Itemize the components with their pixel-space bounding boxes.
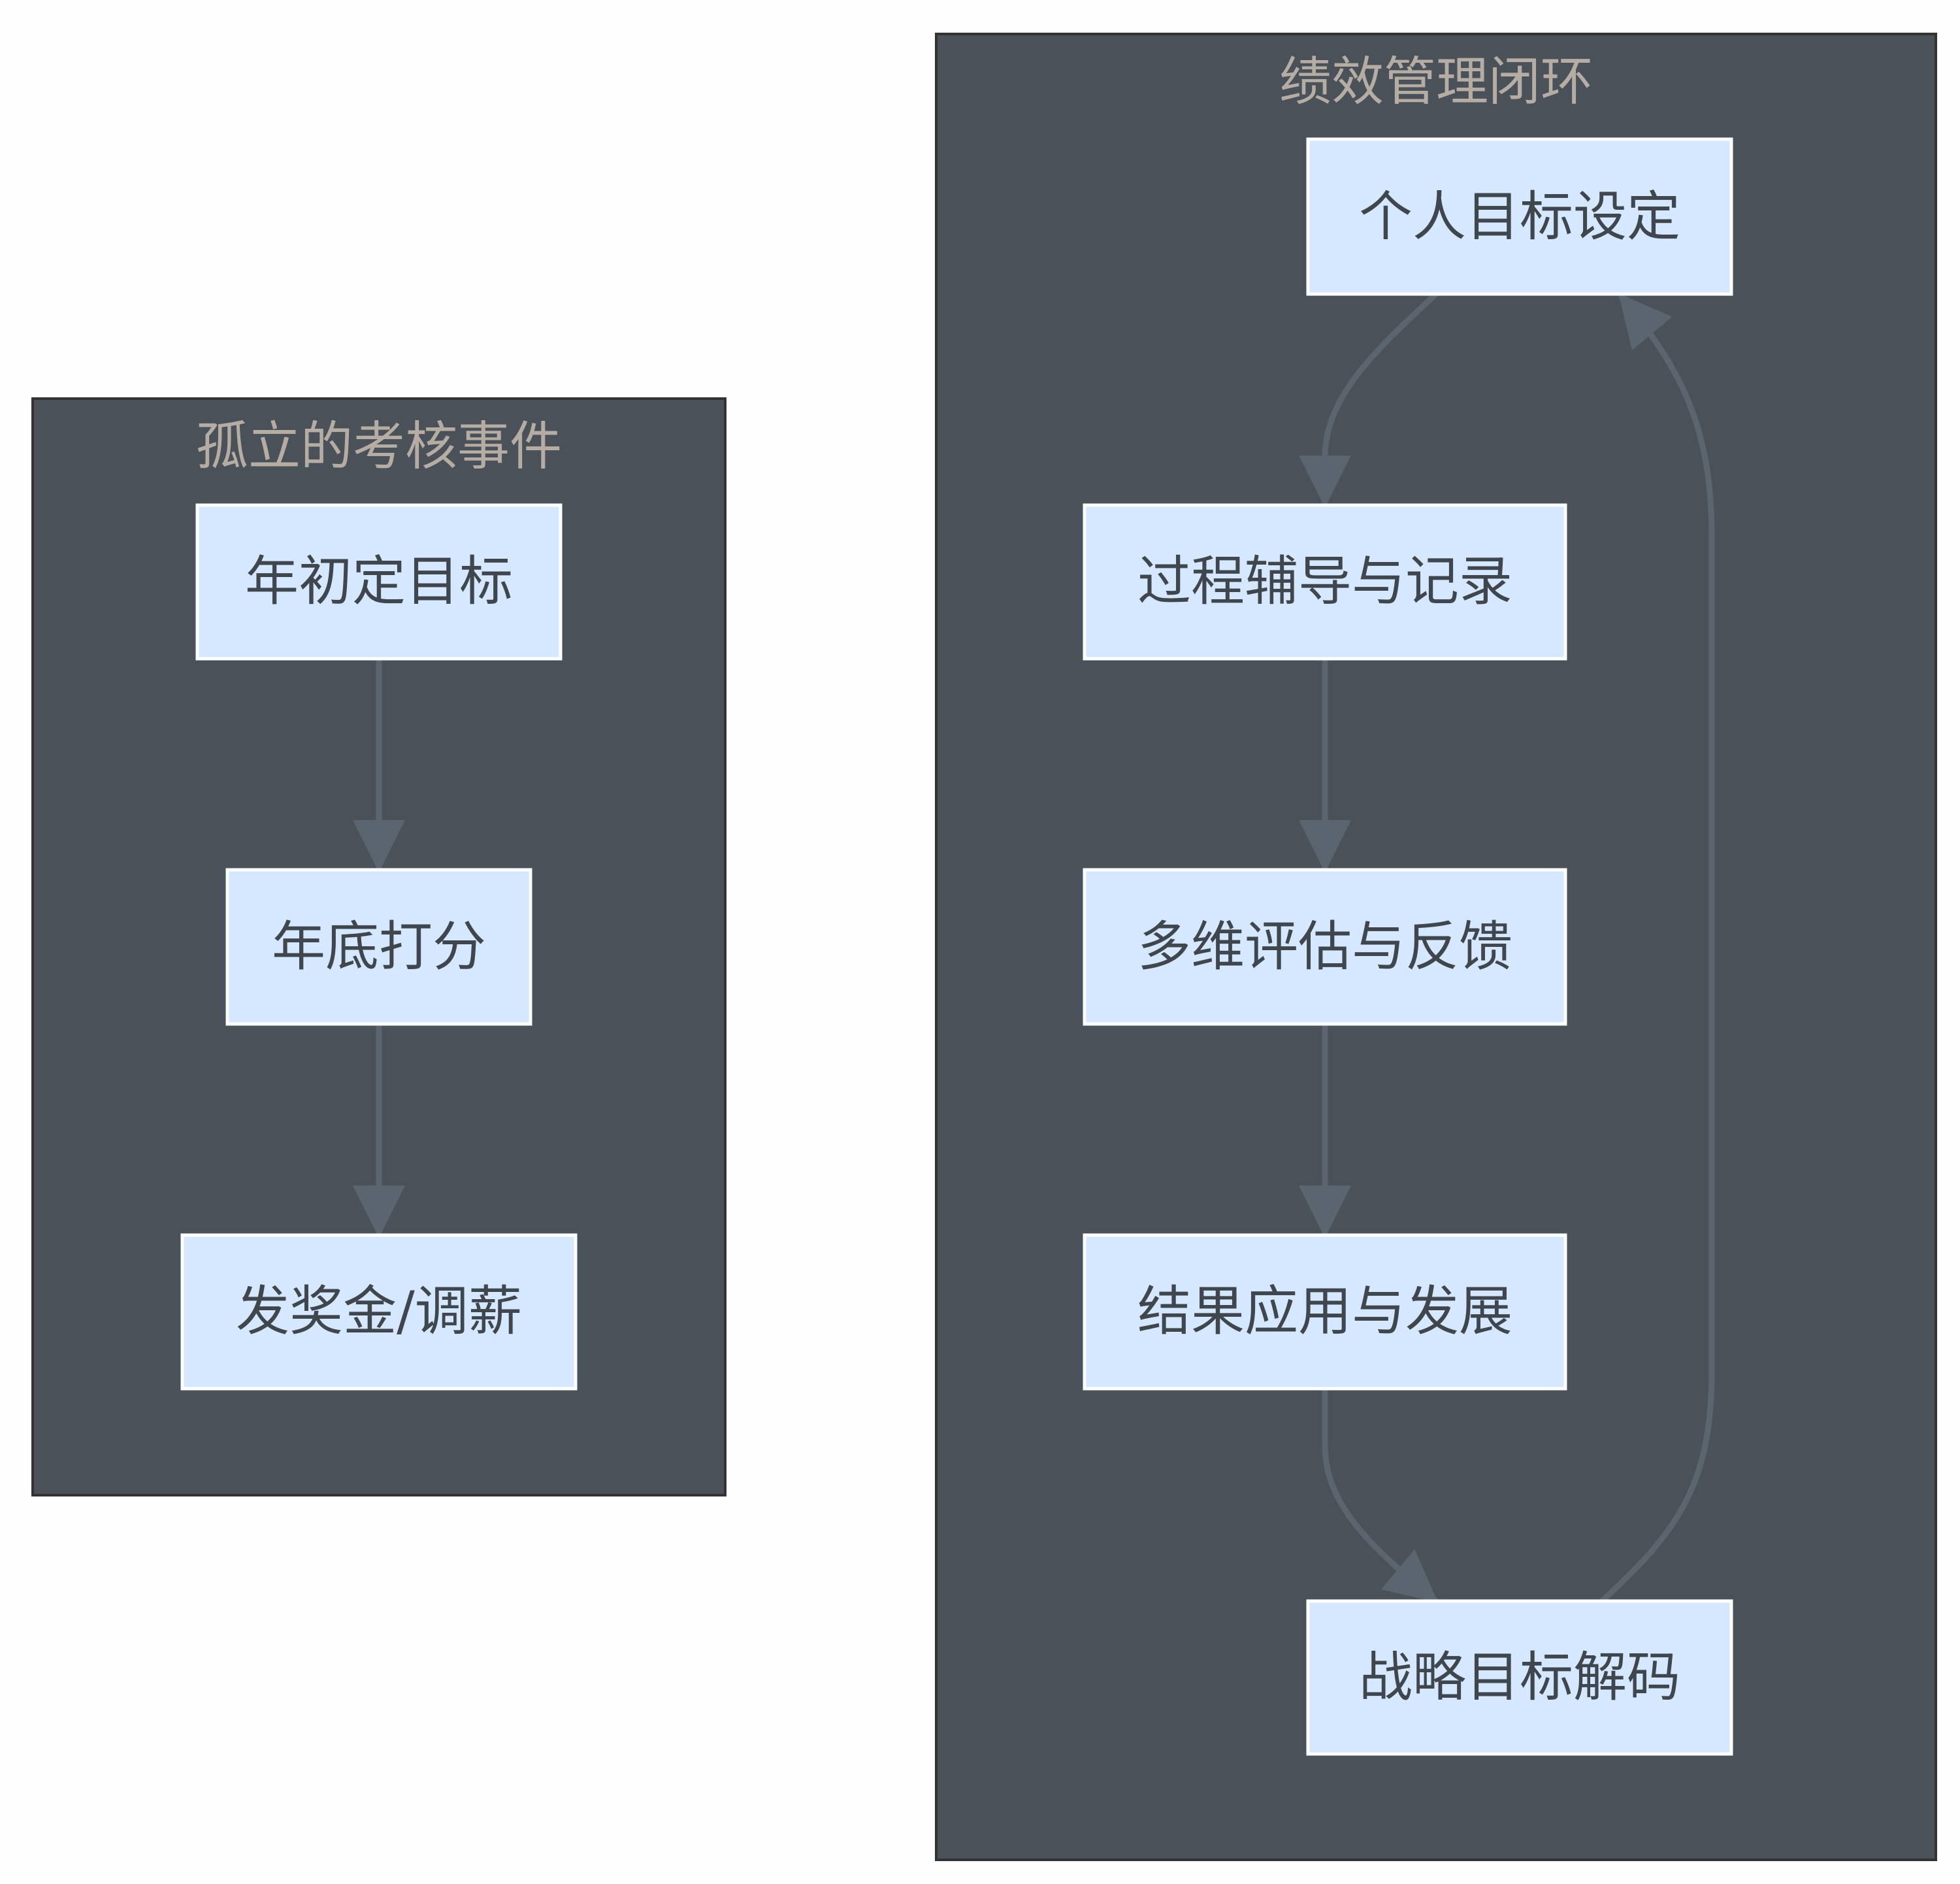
node-label: 个人目标设定	[1359, 186, 1680, 248]
node-label: 多维评估与反馈	[1137, 916, 1512, 978]
node-label: 战略目标解码	[1359, 1647, 1680, 1709]
node-label: 过程辅导与记录	[1137, 551, 1512, 613]
node-label: 发奖金/调薪	[236, 1281, 522, 1343]
node-annual-goal[interactable]: 年初定目标	[195, 503, 563, 661]
node-result-application[interactable]: 结果应用与发展	[1083, 1233, 1567, 1391]
node-label: 年初定目标	[245, 551, 513, 613]
node-year-end-score[interactable]: 年底打分	[225, 868, 532, 1026]
edge-arrow	[1599, 293, 1715, 1604]
edge-arrow	[1299, 291, 1439, 508]
edge-arrow	[1322, 1389, 1439, 1604]
cluster-performance-loop: 绩效管理闭环 个人目标设定 过程辅导与记录 多维评估与反馈 结果应用与发展 战略…	[935, 33, 1937, 1861]
node-label: 结果应用与发展	[1137, 1281, 1512, 1343]
node-personal-goal[interactable]: 个人目标设定	[1306, 137, 1733, 296]
node-multi-evaluation[interactable]: 多维评估与反馈	[1083, 868, 1567, 1026]
cluster-isolated-review: 孤立的考核事件 年初定目标 年底打分 发奖金/调薪	[31, 397, 727, 1496]
node-coaching-record[interactable]: 过程辅导与记录	[1083, 503, 1567, 661]
node-label: 年底打分	[272, 916, 486, 978]
cluster-title: 孤立的考核事件	[196, 416, 562, 477]
cluster-title: 绩效管理闭环	[1279, 52, 1593, 112]
node-bonus-raise[interactable]: 发奖金/调薪	[180, 1233, 578, 1391]
node-strategy-decode[interactable]: 战略目标解码	[1306, 1599, 1733, 1756]
